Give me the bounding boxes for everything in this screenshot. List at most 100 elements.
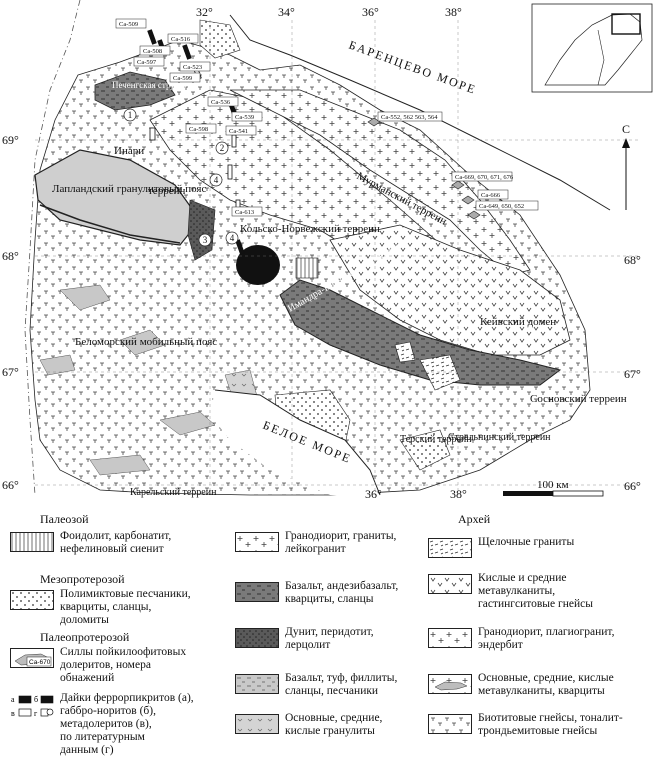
region-label: Карельский терреин — [130, 487, 217, 498]
region-label: Кольско-Норвежский терреин — [240, 223, 380, 235]
granulite-swatch — [235, 714, 279, 734]
sill-swatch: Ca-670 — [10, 648, 54, 668]
foidolite-swatch — [10, 532, 54, 552]
sample-label: Ca-666 — [481, 192, 501, 199]
lat-label: 69° — [2, 133, 19, 147]
lon-label: 36° — [365, 487, 382, 500]
lat-label: 68° — [2, 249, 19, 263]
sample-label: Ca-649, 650, 652 — [479, 203, 524, 210]
legend: Палеозой Мезопротерозой Палеопротерозой … — [0, 500, 657, 756]
lon-label: 36° — [362, 5, 379, 19]
lon-label: 32° — [196, 5, 213, 19]
region-label: Терский терреин — [400, 434, 472, 445]
sandstone-unit-1 — [199, 19, 241, 59]
region-label: Инари — [114, 145, 144, 157]
region-label: Сосновский терреин — [530, 393, 627, 405]
legend-item: Дунит, перидотит, лерцолит — [235, 626, 374, 652]
dyke-swatch: а б в г — [10, 694, 54, 732]
graticule-labels: 32° 34° 36° 38° 36° 38° 69° 68° 67° 66° … — [2, 5, 641, 500]
north-arrow: С — [622, 122, 630, 210]
region-label: терреин — [148, 185, 185, 197]
metavolcanics-swatch — [428, 574, 472, 594]
legend-item: Базальт, туф, филлиты, сланцы, песчаники — [235, 672, 397, 698]
foidolite-massif — [295, 257, 319, 279]
legend-text: Базальт, туф, филлиты, сланцы, песчаники — [285, 672, 398, 697]
sample-label: Ca-598 — [189, 126, 208, 133]
sample-label: Ca-597 — [137, 59, 157, 66]
pechenga-structure — [94, 71, 176, 111]
alkaline-granite-1 — [419, 354, 461, 391]
legend-header-archean: Архей — [458, 512, 491, 526]
legend-text: Базальт, андезибазальт, кварциты, сланцы — [285, 580, 399, 605]
svg-text:100 км: 100 км — [537, 479, 569, 491]
scale-bar: 100 км — [503, 479, 604, 497]
region-label: Печенгская структура — [112, 80, 196, 90]
dunite-swatch — [235, 628, 279, 648]
svg-text:б: б — [34, 695, 38, 704]
svg-text:2: 2 — [220, 143, 225, 153]
plagiogranite-swatch — [428, 628, 472, 648]
literature-dyke-numbers: 1 2 3 4 4 — [123, 108, 239, 247]
legend-header-paleoproterozoic: Палеопротерозой — [40, 630, 130, 644]
legend-item: Гранодиорит, плагиогранит, эндербит — [428, 626, 614, 652]
geological-map: Ca-509 Ca-508 Ca-597 Ca-516 Ca-523 Ca-59… — [2, 0, 653, 500]
quartzite-swatch — [428, 674, 472, 694]
keivy-domain — [329, 224, 571, 356]
gneiss-swatch — [428, 714, 472, 734]
svg-text:4: 4 — [214, 175, 219, 185]
sample-label: Ca-523 — [183, 64, 202, 71]
imandra-varzuga-structure — [279, 279, 562, 386]
sample-label: Ca-669, 670, 671, 676 — [455, 174, 514, 181]
legend-item: Щелочные граниты — [428, 536, 574, 558]
sandstone-swatch — [10, 590, 54, 610]
legend-text: Дунит, перидотит, лерцолит — [285, 626, 374, 651]
svg-text:1: 1 — [128, 110, 133, 120]
lon-label: 34° — [278, 5, 295, 19]
svg-text:г: г — [34, 709, 38, 718]
lat-label: 68° — [624, 253, 641, 267]
sample-label: Ca-552, 562 563, 564 — [381, 114, 438, 121]
sample-label: Ca-539 — [235, 114, 254, 121]
svg-text:4: 4 — [230, 233, 235, 243]
lat-label: 66° — [2, 478, 19, 492]
legend-text: Кислые и средние метавулканиты, гастингс… — [478, 572, 593, 610]
legend-text: Дайки феррорпикритов (а), габбро-норитов… — [60, 692, 194, 756]
lat-label: 67° — [624, 367, 641, 381]
region-label: Лапландский гранулитовый пояс — [52, 183, 206, 195]
sample-label: Ca-613 — [235, 209, 254, 216]
svg-text:а: а — [11, 695, 15, 704]
alkaline-granite-2 — [394, 341, 416, 363]
sample-label: Ca-509 — [119, 21, 138, 28]
legend-text: Щелочные граниты — [478, 536, 575, 548]
region-label: Кейвский домен — [480, 316, 556, 328]
legend-item: Ca-670 Силлы пойкилоофитовых долеритов, … — [10, 646, 186, 685]
dunite-massif — [236, 245, 280, 285]
sandstone-unit-3 — [399, 429, 451, 471]
legend-item: Основные, средние, кислые метавулканиты,… — [428, 672, 614, 698]
legend-text: Биотитовые гнейсы, тоналит- трондьемитов… — [478, 712, 623, 737]
basalt-swatch — [235, 582, 279, 602]
sample-label: Ca-516 — [171, 36, 191, 43]
lon-label: 38° — [445, 5, 462, 19]
legend-text: Основные, средние, кислые гранулиты — [285, 712, 383, 737]
sample-labels: Ca-509 Ca-508 Ca-597 Ca-516 Ca-523 Ca-59… — [115, 18, 539, 217]
legend-item: Биотитовые гнейсы, тоналит- трондьемитов… — [428, 712, 623, 738]
legend-item: Фоидолит, карбонатит, нефелиновый сиенит — [10, 530, 171, 556]
granodiorite-swatch — [235, 532, 279, 552]
sample-label: Ca-508 — [143, 48, 162, 55]
lapland-granulite-belt — [34, 149, 201, 246]
legend-header-paleozoic: Палеозой — [40, 512, 89, 526]
legend-header-mesoproterozoic: Мезопротерозой — [40, 572, 125, 586]
sample-label: Ca-599 — [173, 75, 192, 82]
legend-item: а б в г Дайки феррорпикритов (а), габбро… — [10, 692, 194, 757]
legend-item: Кислые и средние метавулканиты, гастингс… — [428, 572, 593, 611]
legend-text: Гранодиорит, плагиогранит, эндербит — [478, 626, 615, 651]
legend-item: Базальт, андезибазальт, кварциты, сланцы — [235, 580, 398, 606]
sample-label: Ca-536 — [211, 99, 231, 106]
svg-text:в: в — [11, 709, 15, 718]
svg-text:3: 3 — [203, 235, 208, 245]
sample-label: Ca-541 — [229, 128, 248, 135]
legend-text: Фоидолит, карбонатит, нефелиновый сиенит — [60, 530, 172, 555]
legend-text: Силлы пойкилоофитовых долеритов, номера … — [60, 646, 187, 684]
region-label: Стрельнинский терреин — [448, 432, 551, 443]
